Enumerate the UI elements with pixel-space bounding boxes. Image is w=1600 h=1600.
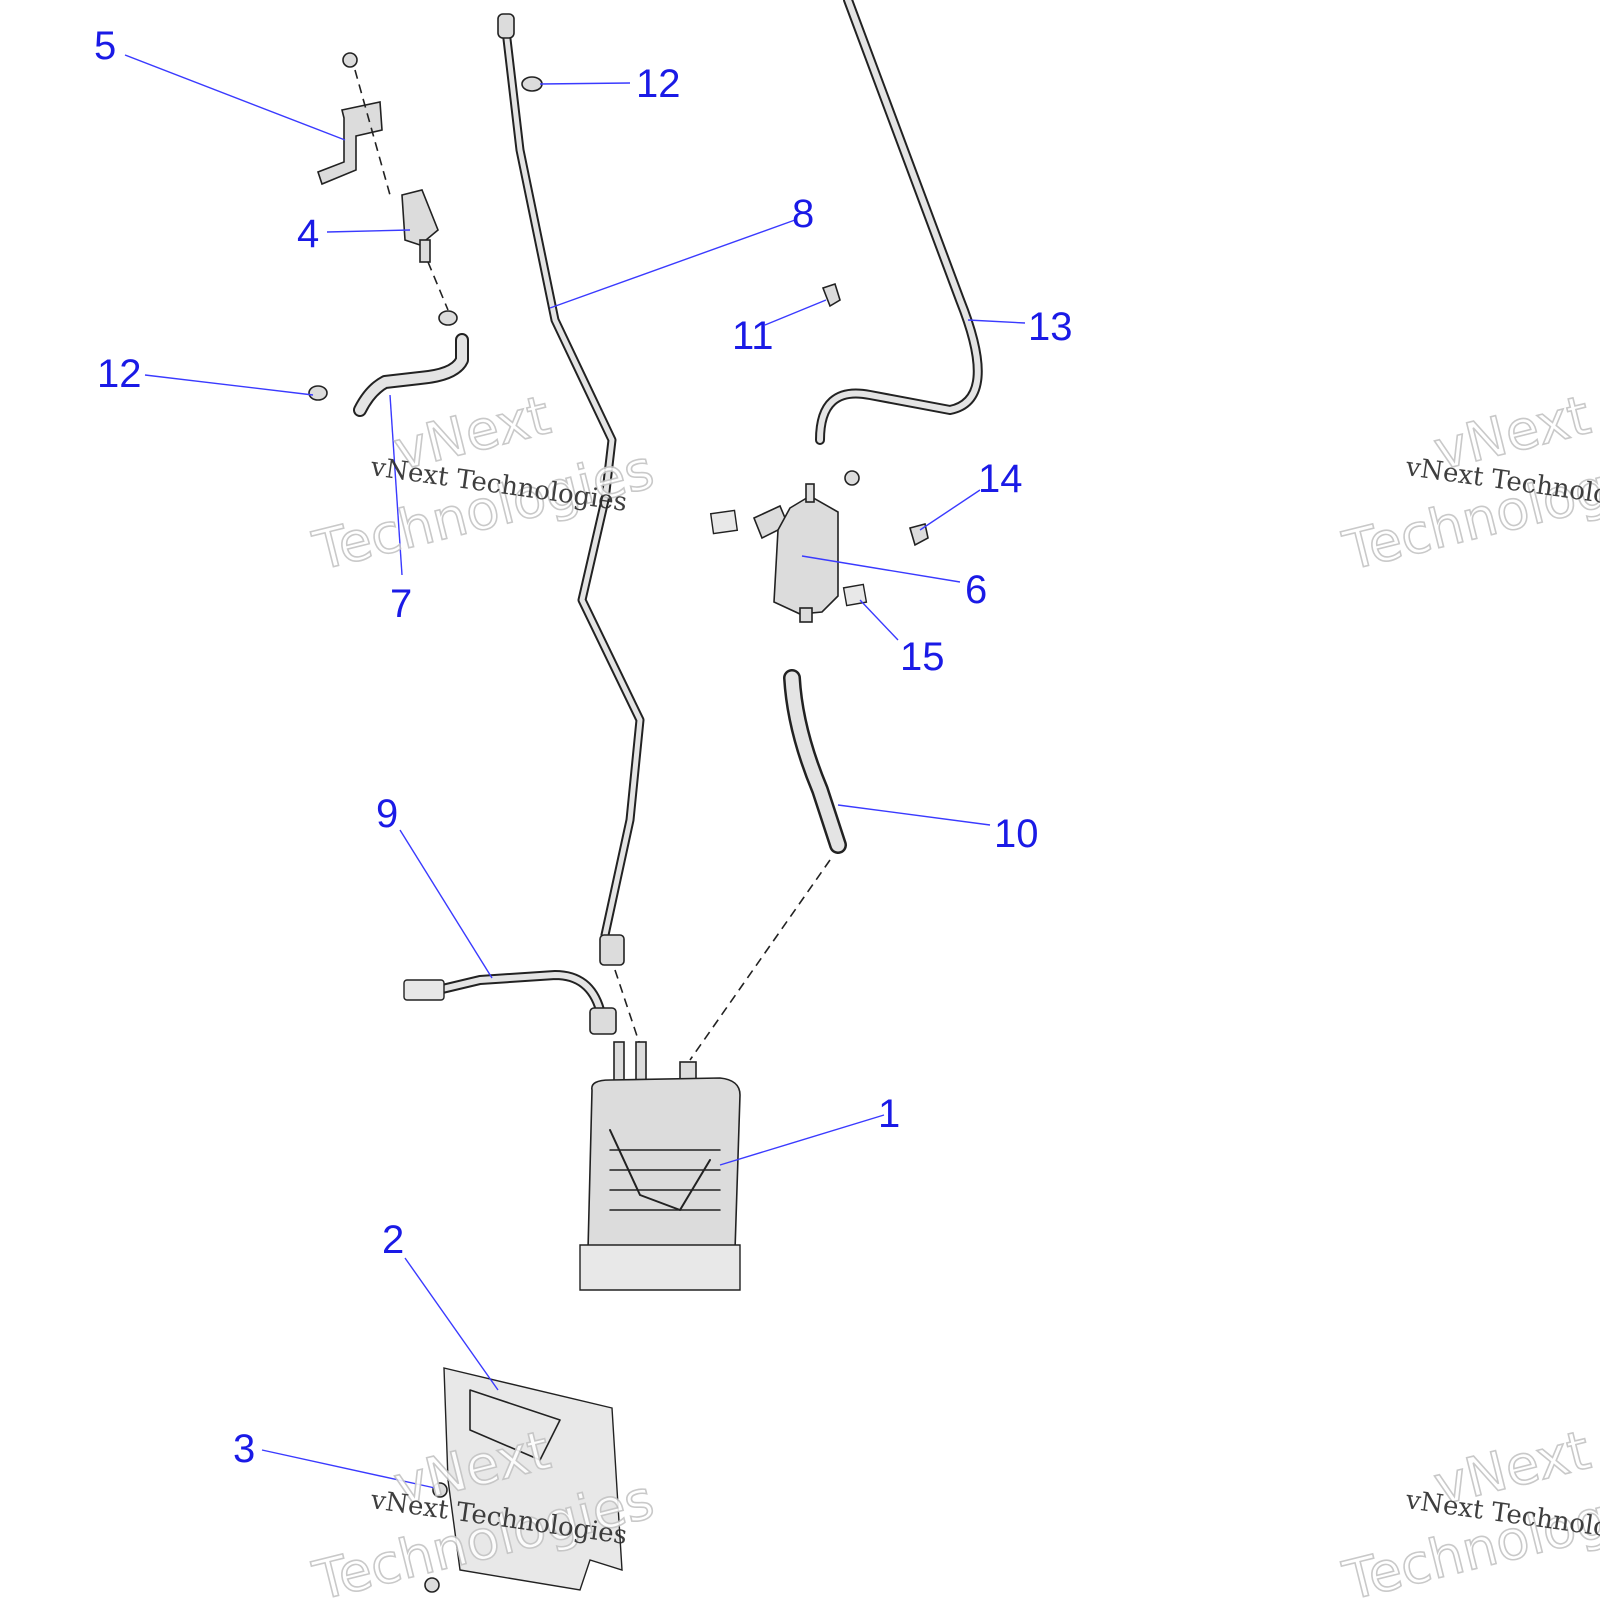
filter-6 (709, 470, 868, 623)
clamp-12-top (521, 76, 543, 92)
assembly-line-4-7 (427, 261, 449, 311)
callout-11: 11 (732, 314, 774, 358)
callout-8: 8 (792, 192, 814, 236)
leader-lines (124, 54, 1026, 1489)
callout-2: 2 (382, 1218, 404, 1262)
hose-10 (783, 669, 847, 854)
callout-13: 13 (1028, 305, 1073, 349)
canister-1 (579, 1041, 741, 1291)
callout-5: 5 (94, 24, 116, 68)
hose-9 (403, 970, 617, 1035)
callout-6: 6 (965, 568, 987, 612)
callout-10: 10 (994, 812, 1039, 856)
assembly-line-8-1 (614, 969, 641, 1046)
callout-3: 3 (233, 1427, 255, 1471)
watermark-right-top: vNext Technologies vNext Technologies (1336, 383, 1600, 584)
bracket-5 (316, 52, 383, 186)
callout-14: 14 (978, 457, 1023, 501)
callout-numbers: 1 2 3 4 5 6 7 8 9 10 11 12 12 13 14 15 (94, 24, 1073, 1471)
callout-9: 9 (376, 792, 398, 836)
clip-11 (821, 282, 841, 308)
callout-12-left: 12 (97, 352, 142, 396)
hose-13 (815, 0, 983, 445)
callout-4: 4 (297, 212, 319, 256)
fastener-3 (424, 1482, 448, 1593)
pin-14 (909, 523, 929, 547)
clamp-12-left (308, 385, 328, 401)
assembly-line-5-4 (354, 69, 391, 196)
callout-12-top: 12 (636, 62, 681, 106)
tube-8 (497, 13, 645, 966)
callout-15: 15 (900, 635, 945, 679)
watermark-right-bottom: vNext Technologies vNext Technologies (1336, 1418, 1600, 1600)
valve-4 (401, 189, 458, 326)
callout-7: 7 (390, 582, 412, 626)
assembly-line-10-1 (689, 859, 831, 1061)
callout-1: 1 (878, 1092, 900, 1136)
bracket-2 (443, 1367, 623, 1591)
hose-7 (353, 333, 469, 417)
